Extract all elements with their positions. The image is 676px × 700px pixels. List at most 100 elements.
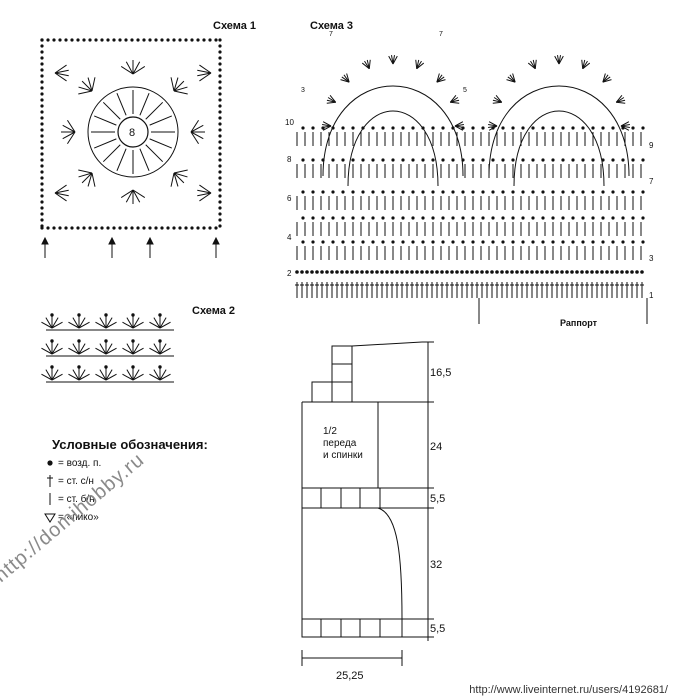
fan-stitch: [45, 317, 53, 329]
chain-dot: [158, 365, 162, 369]
chain-dot: [481, 190, 485, 194]
chain-dot: [515, 270, 519, 274]
fan-stitch: [95, 373, 107, 381]
top-mark-c: 3: [301, 87, 305, 94]
arch-fan: [454, 125, 464, 131]
chain-dot: [490, 270, 494, 274]
dimension-band-upper: 5,5: [430, 493, 445, 505]
chain-dot: [100, 226, 104, 230]
fan-stitch: [126, 317, 134, 329]
corner-fan: [54, 184, 67, 194]
chain-dot: [40, 140, 44, 144]
chain-dot: [331, 240, 335, 244]
chain-dot: [471, 126, 475, 130]
chain-dot: [590, 270, 594, 274]
chain-dot: [131, 313, 135, 317]
fan-stitch: [105, 317, 113, 329]
chain-dot: [208, 38, 212, 42]
chain-dot: [501, 126, 505, 130]
chain-dot: [591, 190, 595, 194]
chain-dot: [214, 38, 218, 42]
corner-fan: [54, 69, 69, 74]
chain-dot: [441, 126, 445, 130]
chain-dot: [441, 190, 445, 194]
chain-dot: [431, 158, 435, 162]
chain-dot: [471, 190, 475, 194]
scheme2-title: Схема 2: [192, 305, 236, 317]
chain-dot: [365, 270, 369, 274]
fan-stitch: [68, 347, 80, 355]
pattern-diagram: 1/2 переда и спинки 16,5 24 5,5 32 5,5 2…: [301, 341, 451, 682]
chain-dot: [331, 158, 335, 162]
arch-outline: [347, 110, 439, 187]
fan-stitch: [41, 321, 53, 329]
chain-dot: [461, 216, 465, 220]
chain-dot: [551, 216, 555, 220]
dagger-icon: [47, 475, 53, 487]
chain-dot: [40, 110, 44, 114]
row-number-7: 7: [649, 177, 654, 186]
chain-dot: [581, 158, 585, 162]
chain-dot: [611, 158, 615, 162]
chain-dot: [601, 126, 605, 130]
chain-dot: [82, 226, 86, 230]
chain-dot: [375, 270, 379, 274]
chain-dot: [441, 216, 445, 220]
chain-dot: [511, 240, 515, 244]
scheme2-fans: [41, 313, 174, 383]
chain-dot: [391, 190, 395, 194]
chain-dot: [335, 270, 339, 274]
chain-dot: [511, 158, 515, 162]
fan-stitch: [78, 86, 93, 92]
chain-dot: [301, 158, 305, 162]
chain-dot: [381, 240, 385, 244]
chain-dot: [601, 190, 605, 194]
chain-dot: [40, 38, 44, 42]
chain-dot: [218, 152, 222, 156]
radial-stitch: [94, 115, 117, 126]
fan-stitch: [105, 347, 117, 355]
chain-dot: [184, 38, 188, 42]
chain-dot: [131, 339, 135, 343]
fan-stitch: [72, 343, 80, 355]
chain-dot: [501, 158, 505, 162]
chain-dot: [218, 194, 222, 198]
fan-stitch: [105, 321, 117, 329]
arrow-up-icon: [212, 236, 220, 245]
chain-dot: [575, 270, 579, 274]
dimension-top: 16,5: [430, 367, 451, 379]
radial-stitch: [102, 101, 121, 120]
chain-dot: [77, 339, 81, 343]
chain-dot: [461, 240, 465, 244]
chain-dot: [525, 270, 529, 274]
corner-fan: [54, 192, 67, 202]
legend-title: Условные обозначения:: [52, 437, 208, 452]
arch-fan: [534, 59, 537, 69]
chain-dot: [218, 50, 222, 54]
dimension-width: 25,25: [336, 670, 364, 682]
chain-dot: [40, 134, 44, 138]
chain-dot: [190, 226, 194, 230]
chain-dot: [560, 270, 564, 274]
chain-dot: [166, 226, 170, 230]
arch-fan: [436, 79, 446, 83]
fan-stitch: [91, 77, 96, 92]
chain-dot: [431, 216, 435, 220]
chain-dot: [551, 240, 555, 244]
chain-dot: [40, 44, 44, 48]
chain-dot: [218, 212, 222, 216]
bottom-band: [301, 618, 403, 638]
fan-stitch: [132, 321, 144, 329]
chain-dot: [40, 152, 44, 156]
fan-stitch: [173, 172, 185, 184]
chain-dot: [551, 126, 555, 130]
chain-dot: [615, 270, 619, 274]
chain-dot: [421, 240, 425, 244]
chain-dot: [441, 240, 445, 244]
chain-dot: [311, 216, 315, 220]
chain-dot: [190, 38, 194, 42]
fan-stitch: [170, 77, 175, 92]
chain-dot: [196, 38, 200, 42]
chain-dot: [218, 92, 222, 96]
fan-stitch: [99, 369, 107, 381]
